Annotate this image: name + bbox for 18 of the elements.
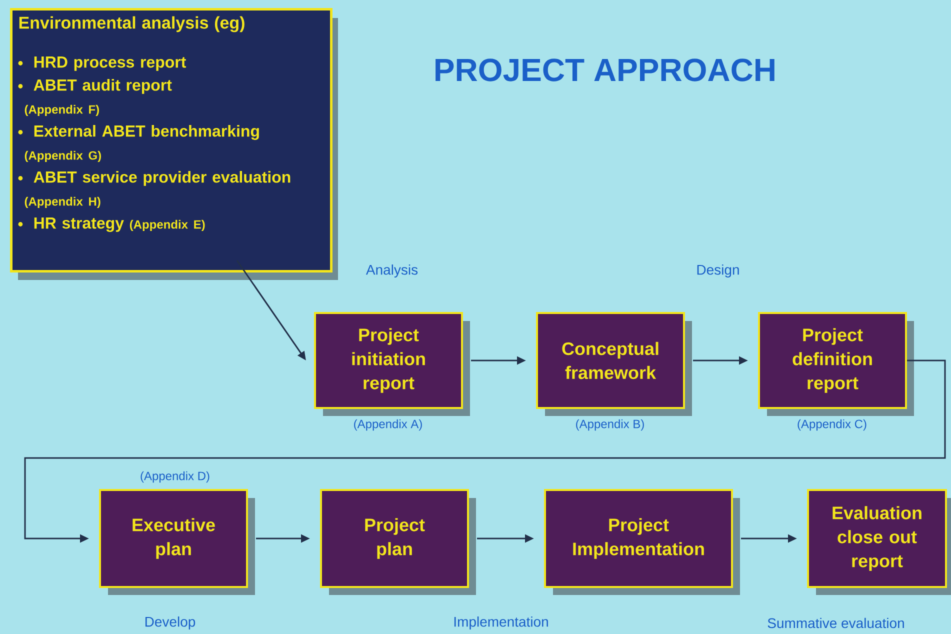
phase-label: Summative evaluation: [768, 618, 904, 628]
process-box: Executive plan: [99, 489, 255, 595]
process-box: Project plan: [320, 489, 476, 595]
appendix-label: (Appendix D): [140, 471, 210, 483]
title: PROJECT APPROACH: [436, 58, 774, 82]
process-box: Project Implementation: [544, 489, 740, 595]
process-box: Evaluation close out report: [807, 489, 951, 595]
phase-label: Design: [697, 264, 739, 278]
appendix-label: (Appendix A): [354, 419, 422, 431]
phase-label: Implementation: [454, 616, 548, 630]
appendix-label: (Appendix C): [798, 419, 866, 431]
phase-label: Develop: [145, 616, 196, 630]
process-box: Project definition report: [758, 312, 914, 416]
process-box: Project initiation report: [314, 312, 470, 416]
phase-label: Analysis: [366, 264, 418, 278]
process-box: Conceptual framework: [536, 312, 692, 416]
appendix-label: (Appendix B): [576, 419, 644, 431]
analysis-box: Environmental analysis (eg) HRD process report ABET audit report (Appendix F) External ABET benchmarking (Appendix G) ABET service provider evaluation (Appendix H) HR strategy (Appendix E): [10, 8, 338, 280]
